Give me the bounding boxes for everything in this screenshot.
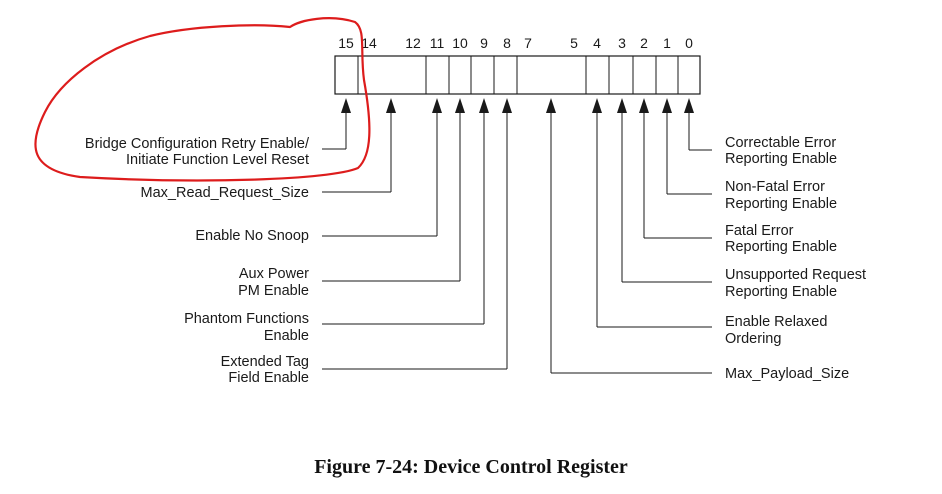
field-label: Max_Read_Request_Size xyxy=(141,185,309,201)
bit-number: 12 xyxy=(405,35,421,51)
field-label: Reporting Enable xyxy=(725,196,837,212)
bit-number: 11 xyxy=(430,35,445,51)
field-arrow xyxy=(592,98,602,113)
field-arrow xyxy=(639,98,649,113)
field-label: Phantom Functions xyxy=(184,311,309,327)
field-label: Field Enable xyxy=(228,370,309,386)
bit-number: 10 xyxy=(452,35,468,51)
bit-number: 7 xyxy=(524,35,532,51)
field-label: Bridge Configuration Retry Enable/ xyxy=(85,136,310,152)
bit-number: 4 xyxy=(593,35,601,51)
field-arrow xyxy=(546,98,556,113)
field-label: Enable No Snoop xyxy=(195,228,309,244)
field-label: Reporting Enable xyxy=(725,284,837,300)
bit-number: 1 xyxy=(663,35,671,51)
bit-number: 5 xyxy=(570,35,578,51)
bit-number: 14 xyxy=(361,35,377,51)
red-highlight-circle xyxy=(34,17,371,182)
bit-number: 3 xyxy=(618,35,626,51)
field-label: Correctable Error xyxy=(725,135,836,151)
field-arrow xyxy=(662,98,672,113)
field-label: Reporting Enable xyxy=(725,151,837,167)
field-arrow xyxy=(341,98,351,113)
field-label: Ordering xyxy=(725,331,781,347)
field-arrow xyxy=(386,98,396,113)
field-arrow xyxy=(432,98,442,113)
field-label: Non-Fatal Error xyxy=(725,179,825,195)
field-label: Initiate Function Level Reset xyxy=(126,152,309,168)
field-arrow xyxy=(455,98,465,113)
field-label: Enable xyxy=(264,328,309,344)
field-label: PM Enable xyxy=(238,283,309,299)
field-label: Reporting Enable xyxy=(725,239,837,255)
field-label: Enable Relaxed xyxy=(725,314,827,330)
field-arrow xyxy=(502,98,512,113)
field-label: Fatal Error xyxy=(725,223,794,239)
bit-number: 9 xyxy=(480,35,488,51)
field-arrow xyxy=(479,98,489,113)
field-label: Unsupported Request xyxy=(725,267,866,283)
field-label: Max_Payload_Size xyxy=(725,366,849,382)
field-label: Aux Power xyxy=(239,266,309,282)
bit-number: 2 xyxy=(640,35,648,51)
bit-number: 0 xyxy=(685,35,693,51)
bit-number: 15 xyxy=(338,35,354,51)
field-arrow xyxy=(617,98,627,113)
bit-number: 8 xyxy=(503,35,511,51)
field-arrow xyxy=(684,98,694,113)
field-label: Extended Tag xyxy=(221,354,309,370)
figure-caption: Figure 7-24: Device Control Register xyxy=(314,456,628,478)
